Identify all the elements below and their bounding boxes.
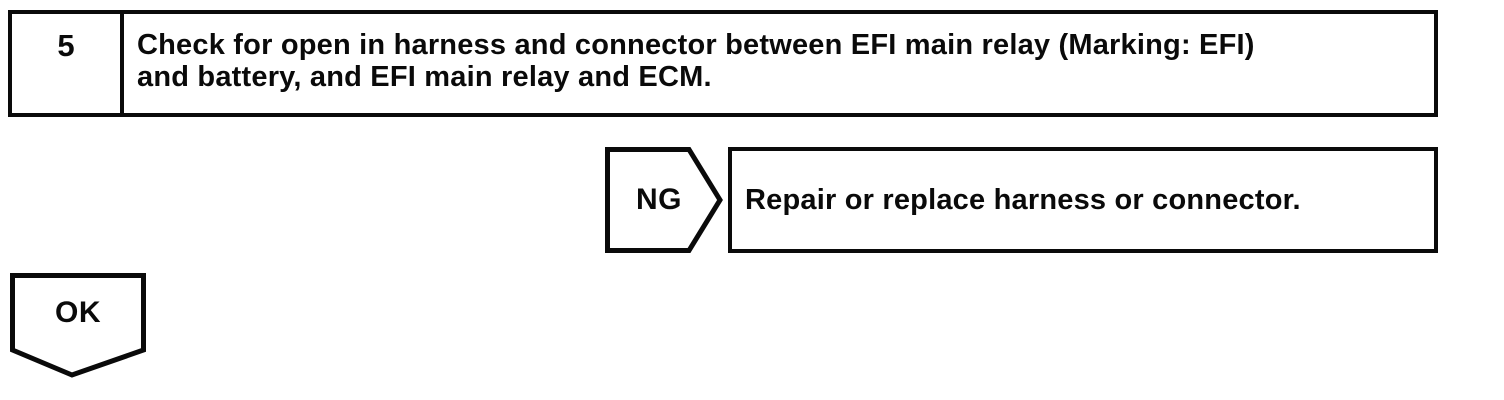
right-arrow-pentagon-icon bbox=[605, 147, 723, 253]
ng-action-box: Repair or replace harness or connector. bbox=[728, 147, 1438, 253]
ng-connector: NG bbox=[605, 147, 723, 253]
ng-action-text: Repair or replace harness or connector. bbox=[745, 183, 1301, 216]
step-instruction: Check for open in harness and connector … bbox=[124, 14, 1434, 113]
ng-label: NG bbox=[636, 183, 682, 216]
down-arrow-pentagon-icon bbox=[10, 273, 146, 378]
step-instruction-line-2: and battery, and EFI main relay and ECM. bbox=[137, 61, 712, 93]
step-number-cell: 5 bbox=[12, 14, 124, 113]
ok-label: OK bbox=[55, 295, 101, 329]
step-number: 5 bbox=[57, 28, 75, 63]
ok-connector: OK bbox=[10, 273, 146, 379]
step-box: 5 Check for open in harness and connecto… bbox=[8, 10, 1438, 117]
step-instruction-line-1: Check for open in harness and connector … bbox=[137, 29, 1255, 61]
